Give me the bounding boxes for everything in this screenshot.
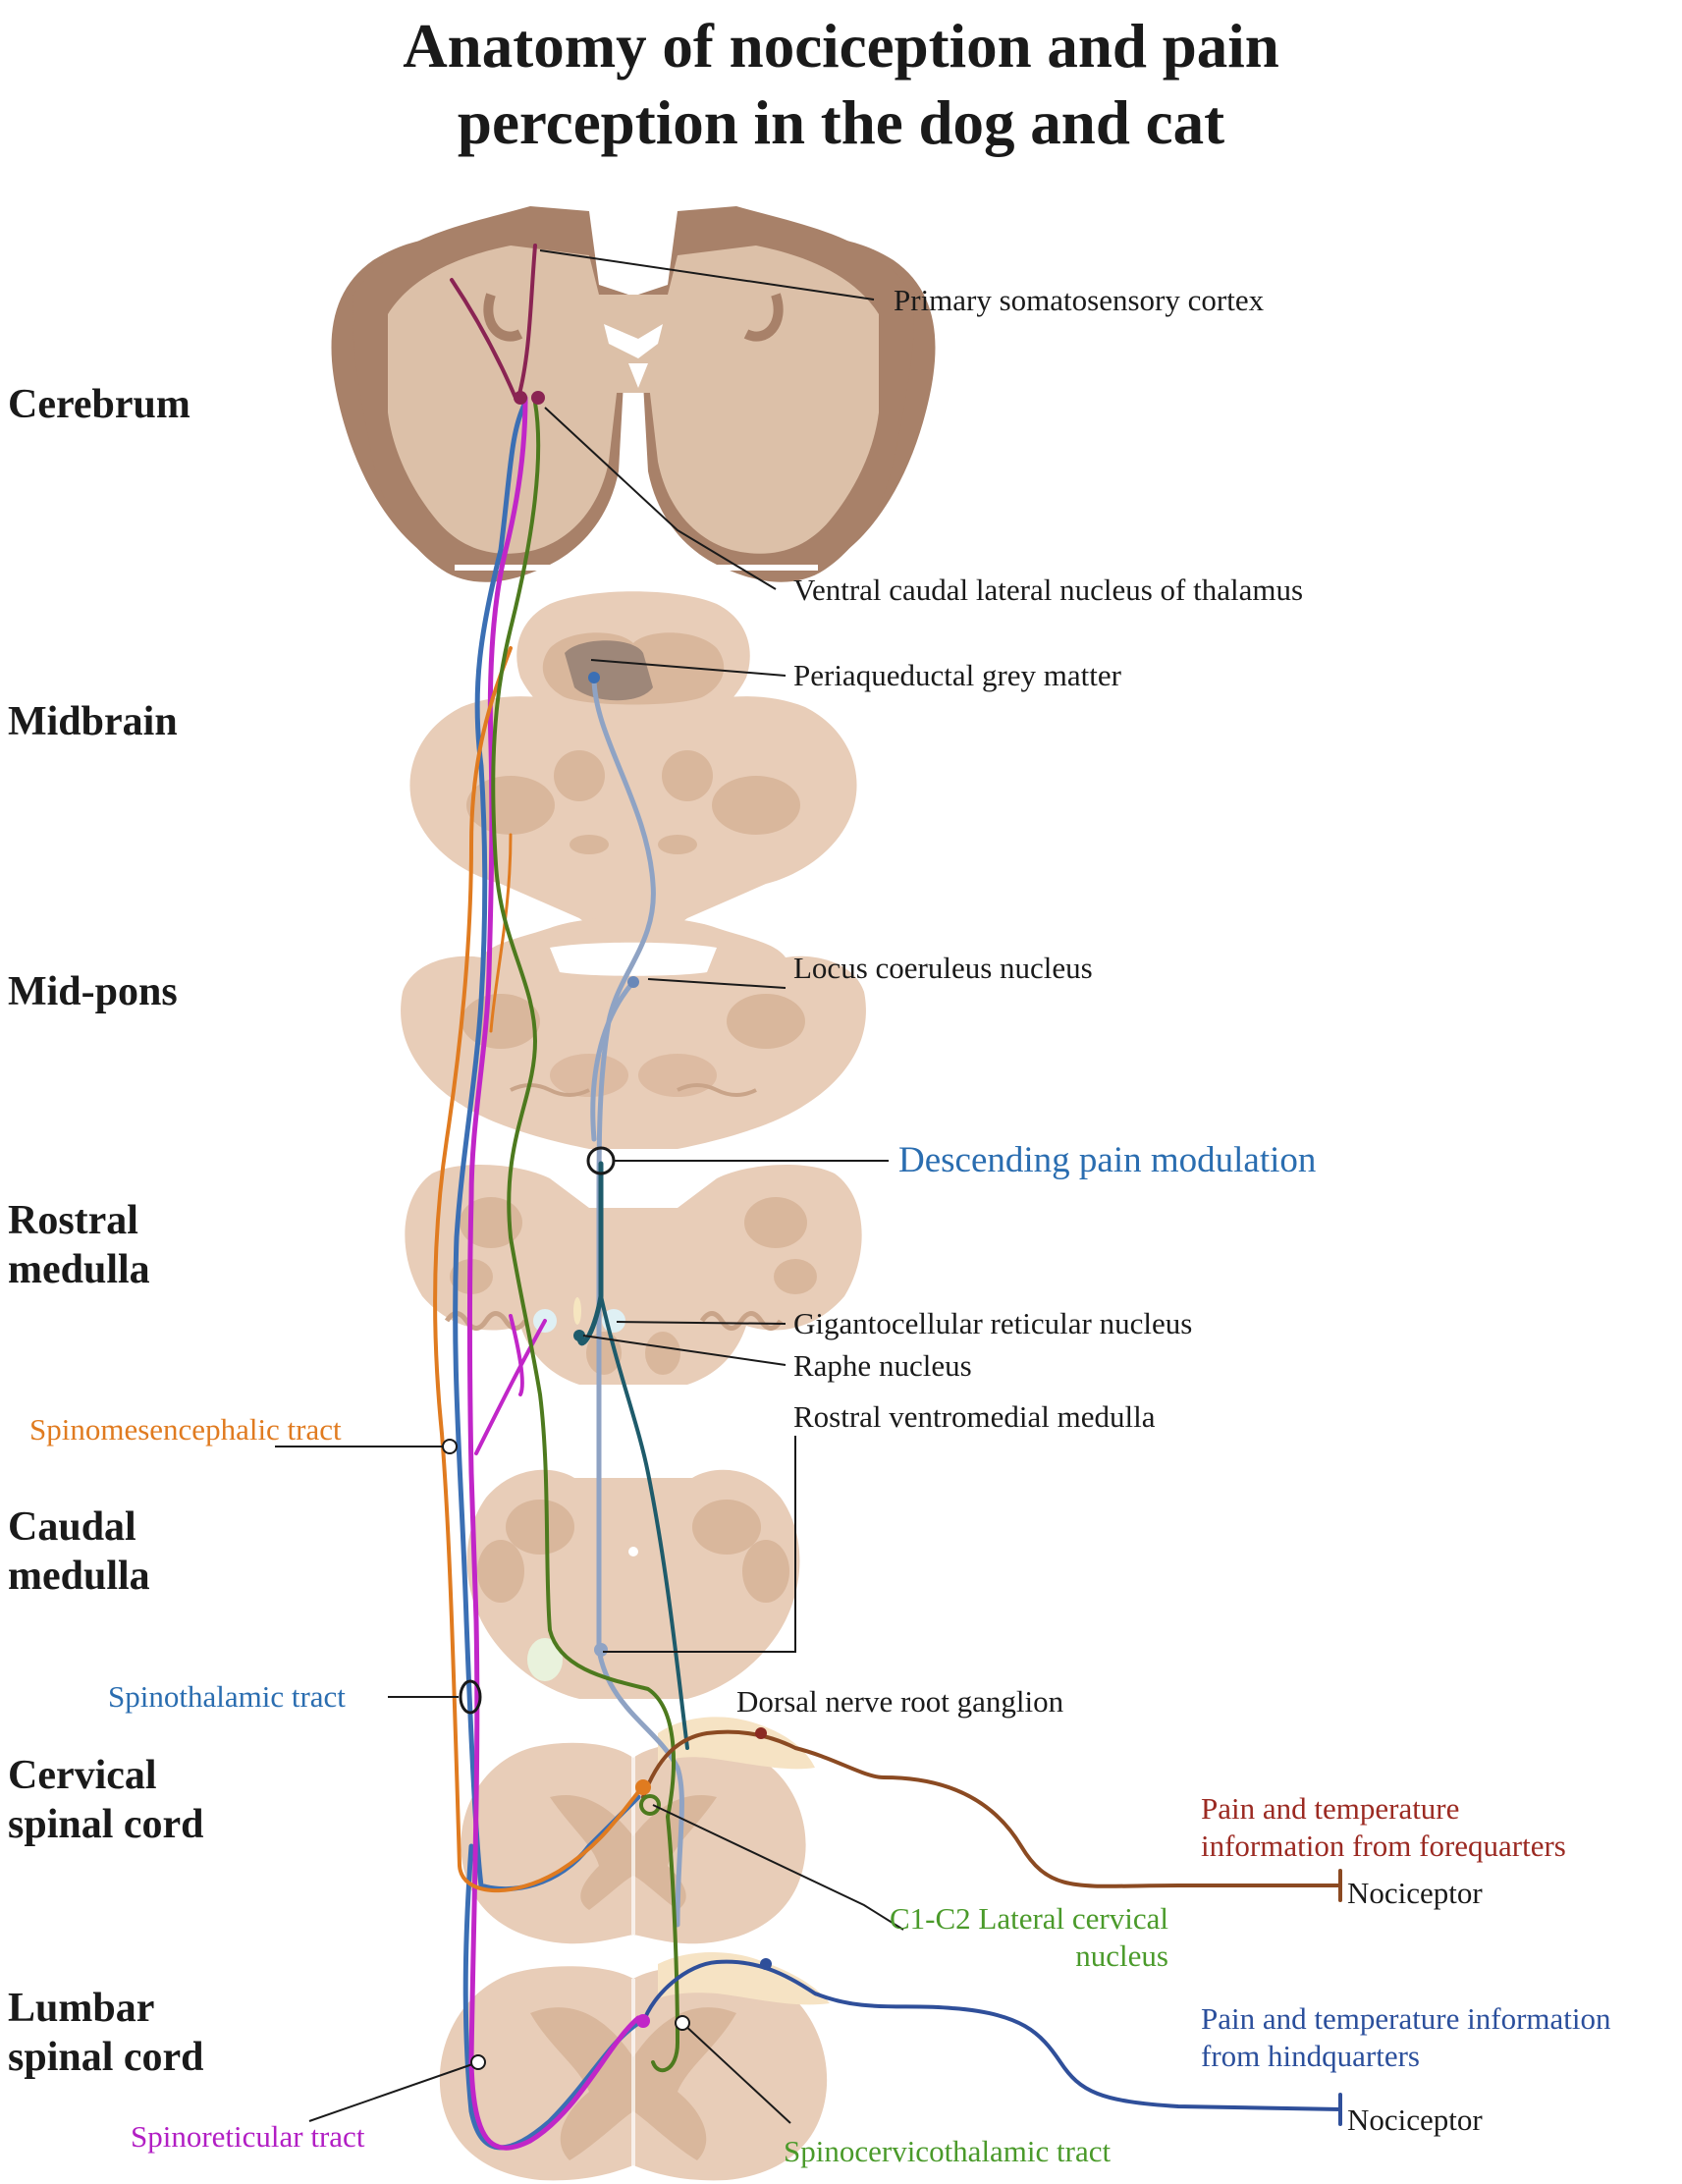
label-rostral-ventromedial-medulla: Rostral ventromedial medulla: [793, 1399, 1156, 1434]
label-periaqueductal-grey: Periaqueductal grey matter: [793, 658, 1121, 692]
region-caudal-medulla: Caudal medulla: [8, 1502, 150, 1601]
region-cervical-cord-line2: spinal cord: [8, 1802, 204, 1847]
title-line-1: Anatomy of nociception and pain: [403, 12, 1279, 81]
region-cerebrum: Cerebrum: [8, 382, 190, 427]
label-c1c2-lateral-cervical-nucleus: C1-C2 Lateral cervical nucleus: [786, 1900, 1168, 1975]
title-line-2: perception in the dog and cat: [457, 88, 1225, 157]
label-vcl-thalamus: Ventral caudal lateral nucleus of thalam…: [793, 573, 1304, 607]
label-forequarters-line1: Pain and temperature: [1201, 1791, 1460, 1826]
region-cervical-cord-line1: Cervical: [8, 1753, 157, 1798]
mid-pons-section: [401, 916, 866, 1149]
lumbar-cord-section: [439, 1966, 828, 2181]
label-forequarters: Pain and temperature information from fo…: [1201, 1790, 1566, 1865]
label-spinoreticular-tract: Spinoreticular tract: [131, 2119, 365, 2154]
figure-title: Anatomy of nociception and pain percepti…: [0, 8, 1682, 161]
label-spinothalamic-tract: Spinothalamic tract: [108, 1679, 346, 1714]
region-mid-pons: Mid-pons: [8, 969, 178, 1014]
region-rostral-medulla: Rostral medulla: [8, 1196, 150, 1294]
region-lumbar-cord-line2: spinal cord: [8, 2035, 204, 2080]
region-caudal-medulla-line1: Caudal: [8, 1504, 136, 1550]
cervical-cord-section: [461, 1742, 806, 1944]
label-spinocervicothalamic-tract: Spinocervicothalamic tract: [784, 2134, 1112, 2168]
label-primary-somatosensory-cortex: Primary somatosensory cortex: [894, 283, 1265, 317]
label-nociceptor-hindquarters: Nociceptor: [1347, 2102, 1483, 2137]
label-dorsal-root-ganglion: Dorsal nerve root ganglion: [736, 1684, 1064, 1719]
label-c1c2-line1: C1-C2 Lateral cervical: [889, 1901, 1168, 1936]
region-midbrain: Midbrain: [8, 699, 178, 744]
region-rostral-medulla-line1: Rostral: [8, 1198, 138, 1243]
region-lumbar-cord-line1: Lumbar: [8, 1986, 155, 2031]
cervical-drg: [658, 1717, 815, 1770]
pathways: [433, 244, 1342, 2151]
label-descending-pain-modulation: Descending pain modulation: [898, 1140, 1317, 1180]
region-cervical-cord: Cervical spinal cord: [8, 1751, 204, 1849]
midbrain-section: [409, 591, 857, 972]
label-forequarters-line2: information from forequarters: [1201, 1829, 1566, 1863]
region-lumbar-cord: Lumbar spinal cord: [8, 1984, 204, 2082]
label-nociceptor-forequarters: Nociceptor: [1347, 1876, 1483, 1910]
nuclei-markers: [514, 391, 772, 2028]
label-spinomesencephalic-tract: Spinomesencephalic tract: [29, 1412, 342, 1447]
caudal-medulla-section: [466, 1469, 800, 1699]
region-caudal-medulla-line2: medulla: [8, 1554, 150, 1599]
label-raphe-nucleus: Raphe nucleus: [793, 1348, 972, 1383]
label-hindquarters-line2: from hindquarters: [1201, 2039, 1420, 2073]
rostral-medulla-section: [405, 1164, 862, 1385]
label-gigantocellular-nucleus: Gigantocellular reticular nucleus: [793, 1306, 1193, 1340]
cerebrum-section: [331, 206, 936, 582]
leader-lines: [275, 249, 904, 2124]
label-c1c2-line2: nucleus: [1075, 1938, 1168, 1973]
region-rostral-medulla-line2: medulla: [8, 1247, 150, 1292]
label-hindquarters-line1: Pain and temperature information: [1201, 2001, 1611, 2036]
label-hindquarters: Pain and temperature information from hi…: [1201, 2000, 1611, 2075]
leader-markers: [442, 1146, 690, 2070]
label-locus-coeruleus: Locus coeruleus nucleus: [793, 951, 1093, 985]
